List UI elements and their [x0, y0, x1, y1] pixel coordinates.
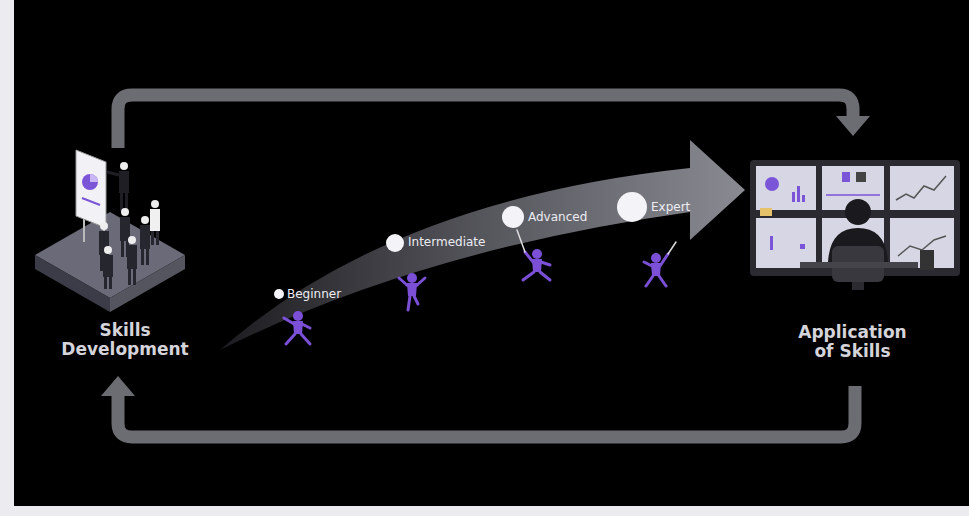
node-label: Application of Skills: [788, 323, 918, 362]
border-strip: [0, 506, 969, 516]
level-markers: [274, 192, 647, 299]
level-label: Beginner: [287, 288, 341, 300]
progress-arrow: [220, 140, 745, 350]
flow-arrow: [118, 95, 870, 148]
monitor-wall: [750, 160, 960, 290]
ninja-figures: [284, 230, 676, 344]
level-label: Advanced: [528, 211, 587, 223]
illustrated-node: Application of Skills: [745, 136, 960, 386]
level-label: Expert: [651, 201, 690, 213]
flow-arrow: [220, 140, 745, 350]
arrow-head: [101, 376, 135, 396]
arrow-head: [836, 116, 870, 136]
illustrated-node: Skills Development: [30, 148, 220, 376]
border-strip: [0, 0, 14, 516]
flow-arrow: [101, 376, 855, 437]
loop-line: [118, 386, 855, 437]
node-label: Skills Development: [60, 321, 190, 360]
level-label: Intermediate: [408, 236, 485, 248]
loop-line: [118, 95, 853, 148]
presenter-platform: [35, 150, 185, 312]
